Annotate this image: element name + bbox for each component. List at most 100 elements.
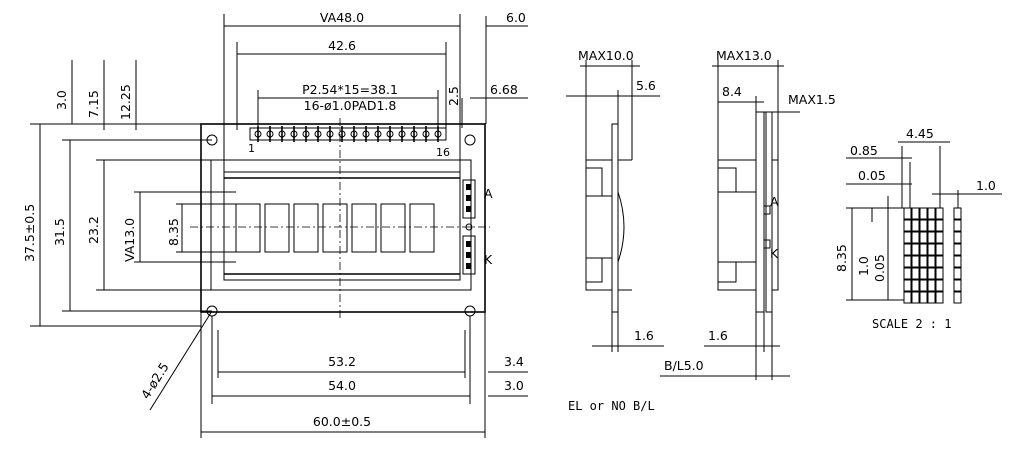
- dim-left-b: 7.15: [86, 90, 101, 118]
- matrix-dot: [935, 243, 944, 256]
- matrix-dot: [911, 255, 920, 268]
- matrix-dot: [911, 219, 920, 232]
- matrix-dot: [911, 279, 920, 292]
- side2-pin-a: A: [770, 194, 779, 209]
- mounting-hole-br: [464, 305, 476, 317]
- matrix-dot: [919, 267, 928, 280]
- matrix-dot: [953, 291, 962, 304]
- dim-bottom-b: 54.0: [328, 378, 356, 393]
- dim-height-total: 37.5±0.5: [22, 204, 37, 262]
- mounting-hole-tr: [464, 134, 476, 146]
- side-view-1: MAX10.0 5.6 1.6: [566, 48, 664, 352]
- dim-pin-span: 42.6: [328, 38, 356, 53]
- matrix-dot: [927, 291, 936, 304]
- dim-right-top-c: 6.68: [490, 82, 518, 97]
- pin-header: [249, 126, 447, 142]
- matrix-dot: [919, 243, 928, 256]
- dim-height-view: 23.2: [86, 216, 101, 244]
- matrix-dot: [927, 255, 936, 268]
- side-view-2: A K MAX13.0 8.4 MAX1.5 1.6 B/L5.0: [660, 48, 836, 380]
- side1-dim-a: 5.6: [636, 78, 656, 93]
- matrix-dot: [935, 291, 944, 304]
- matrix-dot: [927, 279, 936, 292]
- matrix-dot: [903, 291, 912, 304]
- bezel-outline: [210, 159, 472, 291]
- matrix-dot: [911, 267, 920, 280]
- cathode-label: K: [484, 252, 493, 267]
- matrix-dot: [911, 243, 920, 256]
- dim-right-top-b: 2.5: [446, 86, 461, 106]
- matrix-dot: [953, 243, 962, 256]
- anode-label: A: [484, 186, 493, 201]
- matrix-dot: [953, 231, 962, 244]
- matrix-dot: [953, 255, 962, 268]
- matrix-dot: [935, 255, 944, 268]
- matrix-dot: [953, 267, 962, 280]
- matrix-dot: [903, 279, 912, 292]
- dim-right-top-a: 6.0: [506, 10, 526, 25]
- dim-left-c: 12.25: [118, 84, 133, 120]
- matrix-dot: [911, 207, 920, 220]
- matrix-dot: [919, 291, 928, 304]
- pin-header-body: [249, 127, 447, 141]
- matrix-dot: [953, 207, 962, 220]
- matrix-dot: [935, 231, 944, 244]
- dim-pad: 16-ø1.0PAD1.8: [304, 98, 397, 113]
- matrix-dot: [927, 231, 936, 244]
- matrix-dot: [903, 243, 912, 256]
- matrix-dot: [903, 255, 912, 268]
- matrix-dot: [919, 279, 928, 292]
- side2-dim-b: MAX1.5: [788, 92, 836, 107]
- detail-v1: 1.0: [856, 256, 871, 276]
- dim-char-height: 8.35: [166, 218, 181, 246]
- dim-bottom-a: 53.2: [328, 354, 356, 369]
- matrix-dot: [927, 243, 936, 256]
- matrix-dot: [911, 291, 920, 304]
- pcb-outline: [200, 123, 486, 313]
- matrix-dot: [953, 219, 962, 232]
- dim-va-height: VA13.0: [122, 218, 137, 262]
- matrix-dot: [911, 231, 920, 244]
- dim-height-inner: 31.5: [52, 218, 67, 246]
- side2-dim-a: 8.4: [722, 84, 742, 99]
- matrix-dot: [927, 207, 936, 220]
- matrix-dot: [927, 219, 936, 232]
- detail-b: 0.05: [858, 168, 886, 183]
- detail-a: 0.85: [850, 143, 878, 158]
- matrix-dot: [919, 219, 928, 232]
- matrix-dot: [903, 207, 912, 220]
- front-view: 1 16 A K VA48.0 42.6 P2.54*15=38.1 16-ø1: [22, 10, 528, 438]
- side1-dim-b: 1.6: [634, 328, 654, 343]
- matrix-dot: [903, 219, 912, 232]
- detail-view: 4.45 0.85 0.05 1.0 8.35 1.0 0.05 SCALE 2…: [834, 126, 1002, 331]
- matrix-dot: [935, 219, 944, 232]
- dim-bottom-c: 60.0±0.5: [313, 414, 371, 429]
- viewing-area: [223, 171, 461, 281]
- dim-left-a: 3.0: [54, 90, 69, 110]
- matrix-dot: [919, 207, 928, 220]
- dim-bottom-r1: 3.4: [504, 354, 524, 369]
- matrix-dot: [935, 207, 944, 220]
- backlight-pin-block: [462, 179, 476, 275]
- pin-16-label: 16: [436, 146, 450, 159]
- side2-dim-d: B/L5.0: [664, 358, 704, 373]
- matrix-dot: [919, 255, 928, 268]
- dim-holes: 4-ø2.5: [138, 360, 172, 402]
- matrix-dot: [927, 267, 936, 280]
- backlight-note: EL or NO B/L: [568, 399, 655, 413]
- side2-dim-c: 1.6: [708, 328, 728, 343]
- matrix-dot: [953, 279, 962, 292]
- matrix-dot: [935, 279, 944, 292]
- detail-v2: 0.05: [872, 254, 887, 282]
- detail-h: 8.35: [834, 244, 849, 272]
- detail-scale: SCALE 2 : 1: [872, 317, 951, 331]
- matrix-dot: [903, 231, 912, 244]
- side1-max: MAX10.0: [578, 48, 634, 63]
- matrix-dot: [903, 267, 912, 280]
- detail-c: 1.0: [976, 178, 996, 193]
- dim-pitch: P2.54*15=38.1: [302, 82, 398, 97]
- pin-1-label: 1: [248, 142, 255, 155]
- matrix-dot: [919, 231, 928, 244]
